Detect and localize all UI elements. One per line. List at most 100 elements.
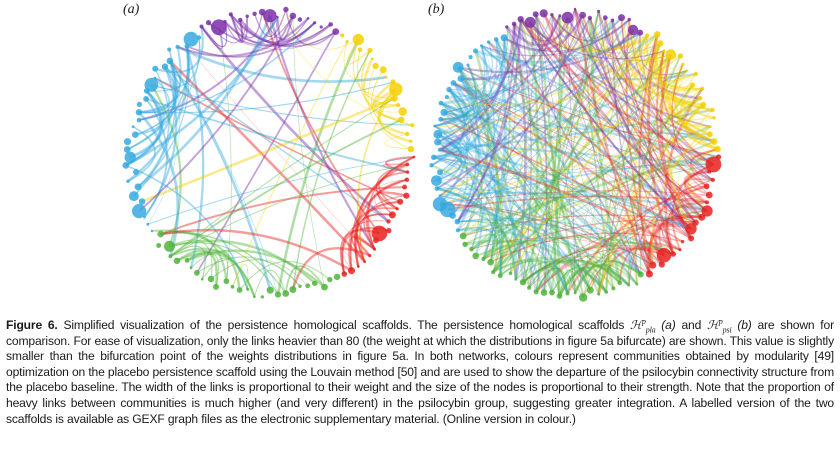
graph-link <box>604 17 710 196</box>
graph-link <box>437 134 681 250</box>
graph-node <box>627 17 631 22</box>
graph-node <box>252 11 257 16</box>
graph-link <box>686 147 719 212</box>
graph-link <box>672 70 703 95</box>
graph-link <box>434 33 658 127</box>
graph-link <box>632 29 703 90</box>
graph-link <box>653 50 681 72</box>
graph-link <box>292 15 325 288</box>
graph-link <box>434 124 642 276</box>
graph-link <box>650 125 712 266</box>
graph-node <box>341 271 348 277</box>
graph-link <box>480 45 697 224</box>
graph-link <box>659 54 693 240</box>
graph-node <box>455 228 460 233</box>
graph-link <box>528 11 600 288</box>
graph-node <box>437 169 443 176</box>
graph-link <box>639 32 714 181</box>
graph-link <box>439 82 470 205</box>
graph-link <box>341 220 389 275</box>
graph-link <box>230 14 243 42</box>
graph-link <box>551 14 708 212</box>
graph-link <box>589 17 715 143</box>
graph-link <box>482 53 672 260</box>
graph-node <box>260 295 264 299</box>
graph-link <box>604 17 696 223</box>
graph-node <box>357 47 363 53</box>
graph-link <box>685 104 718 150</box>
graph-link <box>440 82 471 121</box>
graph-link <box>268 15 376 250</box>
graph-node <box>462 241 468 247</box>
graph-link <box>218 27 232 282</box>
graph-link <box>528 266 561 297</box>
graph-link <box>559 201 708 297</box>
graph-link <box>433 156 692 230</box>
graph-link <box>160 186 405 236</box>
graph-link <box>360 49 399 106</box>
graph-link <box>439 195 591 291</box>
graph-link <box>276 15 294 42</box>
graph-link <box>457 66 608 293</box>
graph-node <box>446 86 452 93</box>
graph-link <box>628 19 711 136</box>
graph-link <box>527 22 539 288</box>
graph-link <box>439 203 650 275</box>
graph-link <box>618 242 681 283</box>
graph-link <box>137 111 180 257</box>
graph-node <box>511 21 517 27</box>
graph-node <box>486 40 491 44</box>
graph-link <box>515 258 530 283</box>
graph-link <box>127 46 190 183</box>
graph-link <box>190 254 219 287</box>
graph-node <box>128 191 139 202</box>
graph-node <box>658 261 665 268</box>
graph-link <box>277 16 413 126</box>
graph-link <box>574 248 665 294</box>
graph-node <box>312 280 318 287</box>
graph-link <box>434 64 477 127</box>
graph-link <box>649 215 702 266</box>
graph-link <box>686 178 713 196</box>
graph-link <box>169 60 279 295</box>
graph-node <box>437 147 442 152</box>
graph-node <box>123 146 131 153</box>
graph-link <box>440 102 592 291</box>
graph-node <box>223 19 227 24</box>
graph-link <box>239 260 331 291</box>
graph-link <box>452 81 719 159</box>
graph-link <box>439 203 531 288</box>
graph-link <box>558 266 615 297</box>
graph-link <box>126 46 189 151</box>
graph-node <box>597 292 601 296</box>
graph-node <box>236 287 243 293</box>
graph-node <box>707 131 713 138</box>
graph-node <box>558 14 562 18</box>
graph-link <box>558 259 642 297</box>
graph-link <box>135 37 200 136</box>
graph-link <box>483 63 684 260</box>
graph-node <box>386 219 391 224</box>
graph-node <box>409 139 413 143</box>
graph-link <box>196 31 337 274</box>
graph-link <box>558 265 630 297</box>
graph-link <box>186 249 326 288</box>
graph-link <box>464 239 608 293</box>
graph-link <box>230 11 263 39</box>
graph-link <box>515 260 592 291</box>
graph-node <box>230 284 235 289</box>
graph-link <box>433 148 463 159</box>
graph-link <box>566 185 707 294</box>
graph-node <box>144 77 159 92</box>
graph-link <box>443 112 630 286</box>
graph-link <box>665 54 715 143</box>
graph-node <box>167 47 172 52</box>
graph-link <box>655 34 718 150</box>
graph-link <box>457 228 608 293</box>
graph-link <box>519 18 714 166</box>
graph-link <box>520 18 708 212</box>
graph-link <box>133 49 177 197</box>
figure-caption: Figure 6. Simplified visualization of th… <box>6 316 834 426</box>
graph-node <box>124 138 131 146</box>
graph-link <box>440 88 469 121</box>
